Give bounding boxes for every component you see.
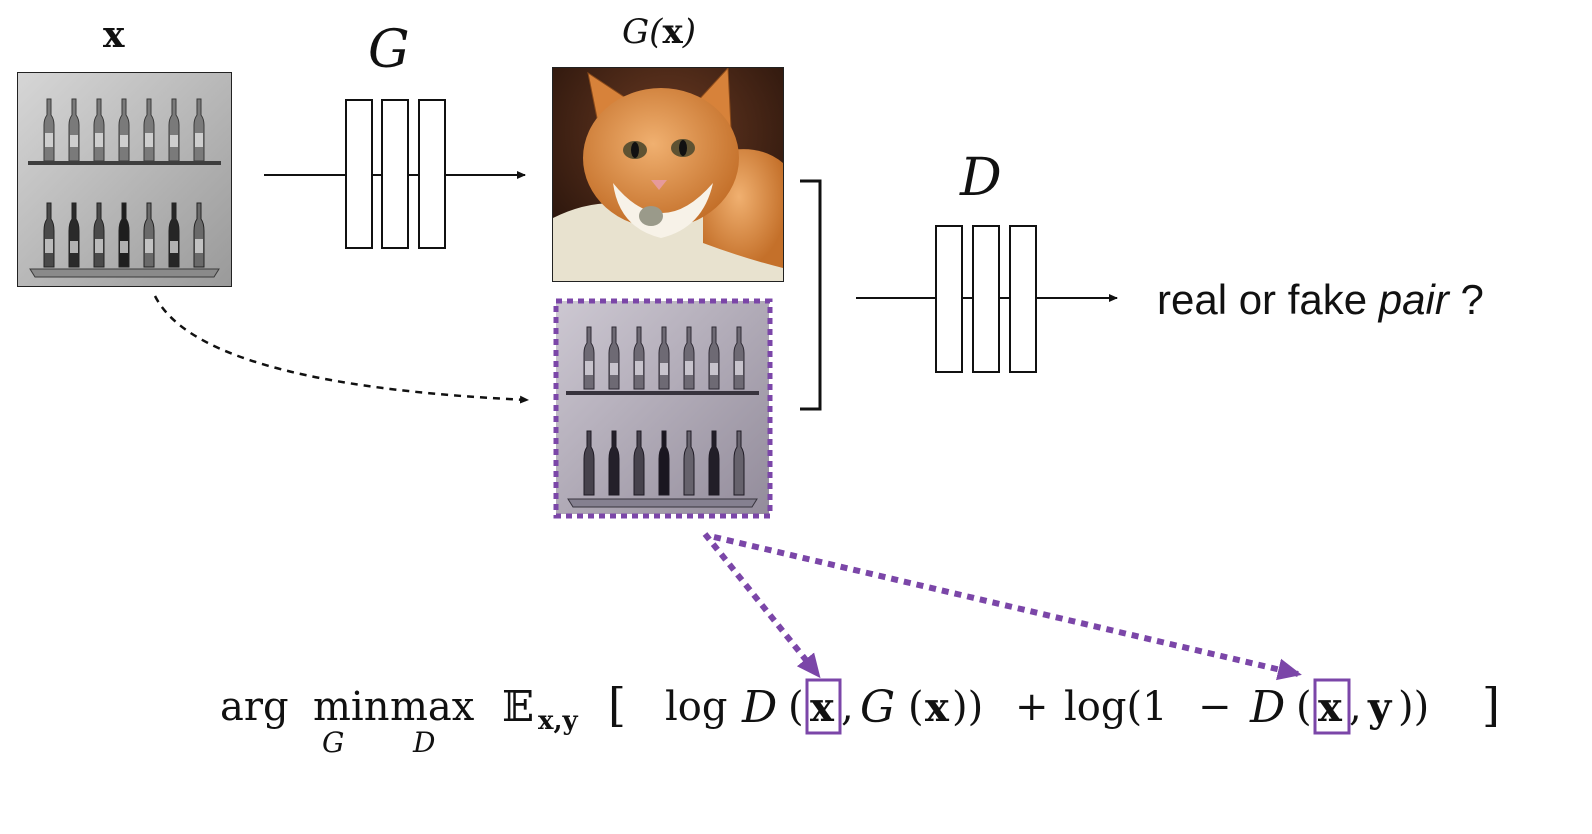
pair-bracket <box>800 179 822 411</box>
generator-label: G <box>368 20 410 80</box>
formula-expectation-sub: x,y <box>538 706 578 736</box>
paired-input-image <box>556 301 769 514</box>
formula-log2: log(1 <box>1064 684 1168 730</box>
formula-min-sub: G <box>322 726 345 759</box>
formula-gx-arg: x <box>925 684 949 731</box>
formula-x2-highlight <box>1313 678 1351 735</box>
formula-y: y <box>1368 684 1392 731</box>
formula-expectation: 𝔼 <box>502 682 535 731</box>
skip-connection-arrow <box>153 295 529 404</box>
formula-close-bracket: ] <box>1482 678 1500 732</box>
question-label: real or fake pair ? <box>1157 276 1484 323</box>
input-image <box>17 72 232 287</box>
formula-x1: x <box>810 684 834 731</box>
generated-label: G(x) <box>622 12 696 52</box>
formula-x2: x <box>1318 684 1342 731</box>
formula-minus: − <box>1198 684 1232 730</box>
generated-image <box>552 67 784 282</box>
bottles-photo-icon <box>18 73 231 286</box>
input-label: x <box>103 14 125 56</box>
formula-arg: arg <box>220 684 289 730</box>
bottles-photo-icon <box>556 301 769 514</box>
formula-D2: D <box>1250 682 1286 733</box>
discriminator-network-icon <box>935 225 1037 373</box>
formula-G: G <box>860 682 896 733</box>
formula-log1: log <box>665 684 728 730</box>
cat-photo-icon <box>553 68 783 281</box>
formula-max: max <box>390 684 475 730</box>
formula-max-sub: D <box>413 726 436 759</box>
purple-arrow-right <box>713 534 1302 681</box>
purple-arrow-left <box>702 532 821 679</box>
paired-image-frame <box>553 298 773 519</box>
formula-open-bracket: [ <box>608 678 626 732</box>
formula-plus: + <box>1015 684 1049 730</box>
formula-min: min <box>313 684 390 730</box>
formula-D1: D <box>742 682 778 733</box>
discriminator-label: D <box>960 148 1002 208</box>
generator-network-icon <box>345 99 446 249</box>
formula-x1-highlight <box>805 678 842 735</box>
objective-formula: arg min G max D 𝔼 x,y [ log D ( x , G ( … <box>220 678 1500 759</box>
